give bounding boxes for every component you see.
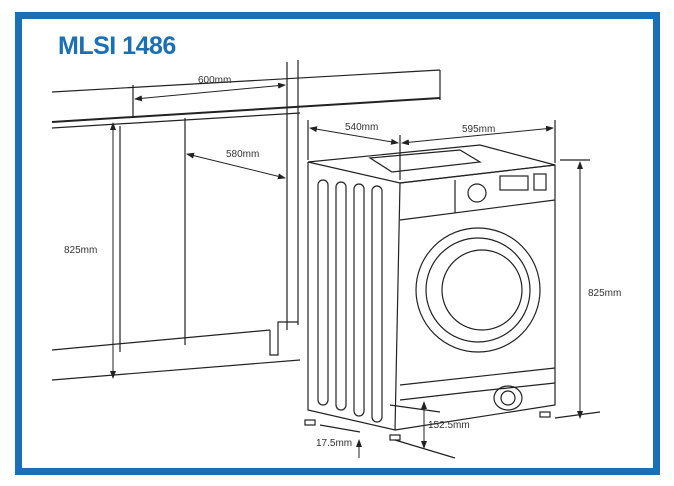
buttons-panel: [533, 173, 547, 191]
machine-height-label: 825mm: [588, 288, 621, 299]
machine-width-label: 595mm: [462, 124, 495, 135]
program-knob: [467, 183, 487, 203]
model-title: MLSI 1486: [58, 32, 176, 60]
machine-width-arrow: [401, 125, 554, 146]
door-glass: [441, 249, 523, 331]
niche-depth-label: 580mm: [226, 149, 259, 160]
side-ribs: [317, 179, 383, 423]
niche-depth-arrow: [186, 152, 286, 180]
door-outer: [415, 227, 541, 353]
diagram-frame: [15, 12, 660, 475]
niche-width-label: 600mm: [198, 75, 231, 86]
niche-width-arrow: [134, 82, 286, 102]
foot-adjust-label: 17.5mm: [316, 438, 352, 449]
filter-cap: [493, 385, 523, 411]
niche-height-label: 825mm: [64, 245, 97, 256]
kitchen-niche: [51, 60, 441, 381]
plinth-height-label: 152.5mm: [428, 420, 470, 431]
machine-depth-label: 540mm: [345, 122, 378, 133]
washing-machine: [304, 144, 601, 441]
machine-depth-arrow: [309, 126, 399, 145]
display-panel: [499, 175, 529, 191]
